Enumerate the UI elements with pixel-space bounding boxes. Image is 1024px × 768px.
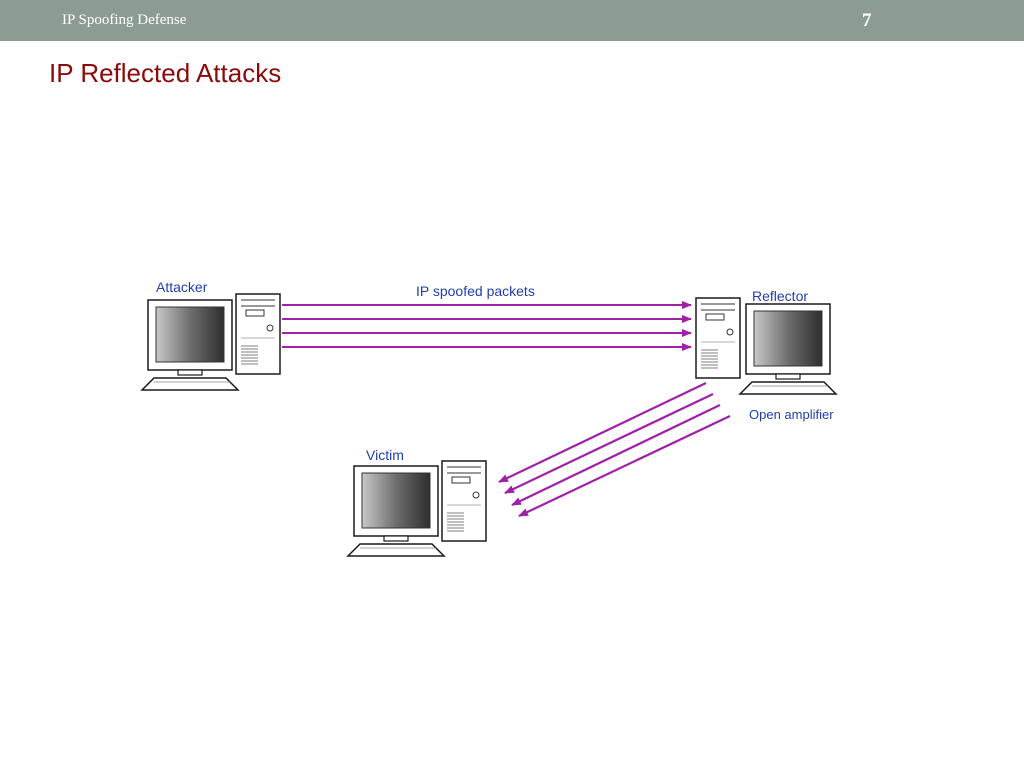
reflected-arrow [518,415,731,517]
reflected-traffic-arrows [498,382,731,517]
deck-title: IP Spoofing Defense [62,12,187,28]
reflector-sublabel: Open amplifier [749,407,834,422]
attacker-label: Attacker [156,279,208,295]
attacker-monitor-icon [141,299,239,391]
victim-monitor-icon [347,465,445,557]
victim-label: Victim [366,447,404,463]
slide-number: 7 [862,10,872,31]
reflected-arrow [498,382,707,483]
attacker-tower-icon [235,293,281,375]
reflector-node: Reflector Open amplifier [695,288,837,422]
victim-node: Victim [347,447,487,557]
header-bar: IP Spoofing Defense 7 [0,0,1024,41]
attacker-node: Attacker [141,279,281,391]
reflected-arrow [504,393,714,494]
slide-title: IP Reflected Attacks [49,58,282,88]
victim-tower-icon [441,460,487,542]
reflector-monitor-icon [739,303,837,395]
reflector-tower-icon [695,297,741,379]
reflected-arrow [511,404,721,506]
spoofed-packets-arrows: IP spoofed packets [282,283,692,351]
reflector-label: Reflector [752,288,808,304]
spoofed-packets-label: IP spoofed packets [416,283,535,299]
